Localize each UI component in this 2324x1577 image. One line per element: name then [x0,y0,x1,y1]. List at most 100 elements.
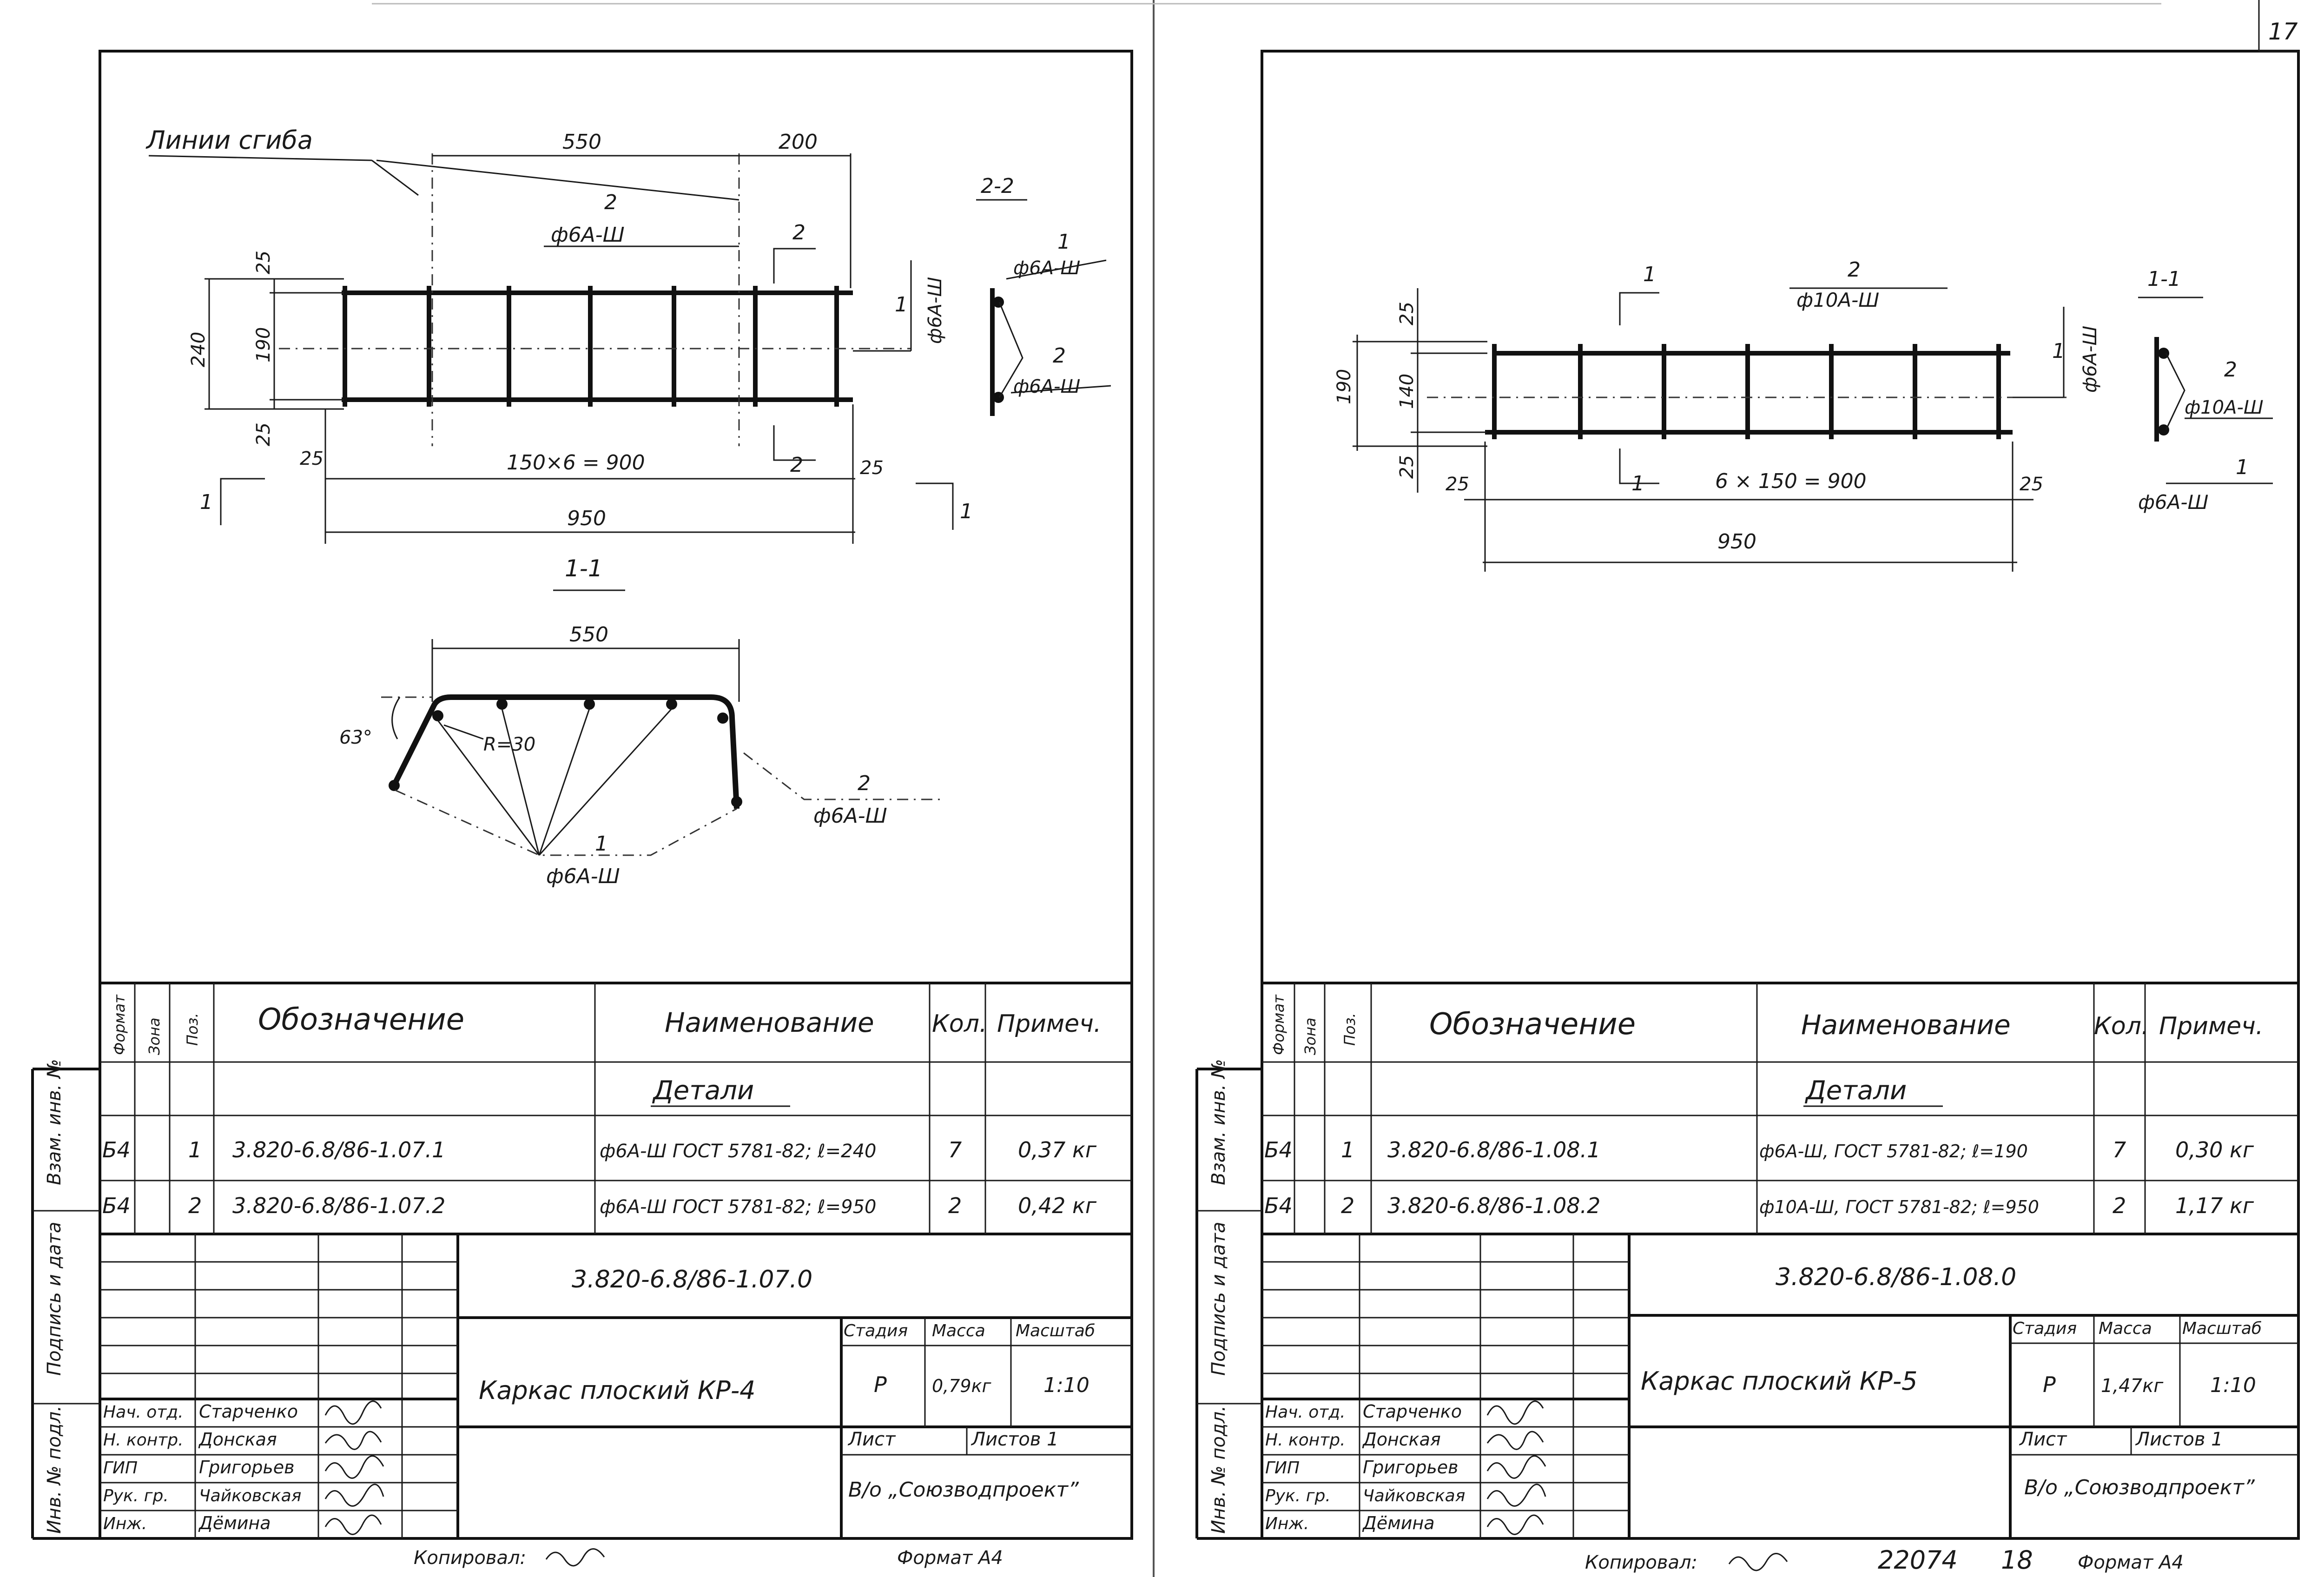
left-sec11-pos2-num: 2 [858,772,871,795]
left-dim-200: 200 [779,130,818,154]
right-sec11-pos2-num: 2 [2224,358,2237,382]
right-signature-2 [1486,1455,1546,1479]
left-sheet-label: Лист [847,1429,896,1450]
right-title: Каркас плоский КР-5 [1641,1366,1918,1396]
right-row2-designation: 3.820-6.8/86-1.08.2 [1387,1193,1600,1218]
left-spec-table: Формат Зона Поз. Обозначение Наименовани… [100,982,1132,1235]
left-row2-qty: 2 [948,1193,962,1218]
left-title-block: 3.820-6.8/86-1.07.0 Каркас плоский КР-4 … [100,1234,1132,1538]
left-mass: 0,79кг [932,1376,992,1396]
left-footer-format: Формат А4 [897,1547,1003,1569]
left-sec22-pos2-bar: ф6А-Ш [1013,376,1080,397]
left-hdr-designation: Обозначение [258,1003,464,1037]
left-dim-950: 950 [567,507,606,530]
right-name-3: Чайковская [1363,1486,1465,1505]
right-side-label-0: Взам. инв. № [1208,1059,1229,1185]
right-row1-designation: 3.820-6.8/86-1.08.1 [1387,1137,1600,1162]
right-row1-format: Б4 [1264,1137,1293,1162]
right-section-11-title: 1-1 [2147,267,2181,291]
left-pos1-bar: ф6А-Ш [924,277,946,344]
left-section-2-mark-bottom: 2 [790,453,803,477]
right-mass: 1,47кг [2101,1375,2164,1397]
left-role-2: ГИП [103,1458,138,1478]
left-hdr-qty: Кол. [932,1010,987,1038]
left-signature-1 [324,1431,382,1450]
left-sec11-angle: 63° [339,727,372,748]
left-dim-25-bot: 25 [253,422,274,446]
left-dim-190: 190 [253,327,274,363]
right-hdr-designation: Обозначение [1429,1007,1636,1042]
left-role-1: Н. контр. [103,1431,184,1450]
right-pos2-num: 2 [1848,258,1861,282]
right-signature-1 [1486,1431,1544,1450]
right-row1-note: 0,30 кг [2175,1137,2254,1162]
right-name-4: Дёмина [1362,1513,1435,1533]
left-role-4: Инж. [103,1514,147,1533]
left-dim-25-top: 25 [253,251,274,274]
right-role-3: Рук. гр. [1265,1486,1331,1505]
right-sheet-label: Лист [2019,1429,2067,1450]
left-hdr-zone: Зона [145,1017,163,1055]
right-frame [1261,50,2300,1540]
left-side-label-1: Подпись и дата [44,1222,65,1376]
left-plan-drawing: Линии сгиба 550 200 2 ф6А-Ш 2 2 25 190 2… [145,125,973,544]
left-hdr-name: Наименование [665,1007,874,1038]
left-signature-3 [324,1484,384,1507]
left-name-4: Дёмина [198,1513,271,1533]
right-row2-pos: 2 [1341,1193,1354,1218]
right-pos2-bar: ф10А-Ш [1796,289,1879,311]
left-role-0: Нач. отд. [103,1403,184,1422]
left-hdr-note: Примеч. [997,1010,1101,1038]
left-dim-550: 550 [562,130,601,154]
right-dim-25-right: 25 [2020,474,2043,495]
right-signature-0 [1486,1400,1544,1425]
left-row1-pos: 1 [188,1137,202,1162]
left-row2-designation: 3.820-6.8/86-1.07.2 [232,1193,445,1218]
right-hdr-pos: Поз. [1341,1013,1359,1046]
left-doc-code: 3.820-6.8/86-1.07.0 [572,1266,812,1293]
right-mass-label: Масса [2099,1319,2152,1338]
right-scale: 1:10 [2210,1373,2256,1397]
left-sheet: Взам. инв. № Подпись и дата Инв. № подл. [31,50,1133,1569]
left-row2-name: ф6А-Ш ГОСТ 5781-82; ℓ=950 [600,1196,877,1218]
left-row1-designation: 3.820-6.8/86-1.07.1 [232,1137,445,1162]
right-dim-25-top: 25 [1396,302,1418,325]
left-section-1-mark-left: 1 [200,490,213,514]
left-dim-25-left: 25 [300,448,324,469]
left-section-22: 2-2 1 ф6А-Ш 2 ф6А-Ш [976,174,1111,416]
right-sec11-pos1-num: 1 [2236,455,2249,479]
right-hdr-name: Наименование [1801,1009,2011,1041]
right-dim-190: 190 [1334,369,1355,404]
right-footer-copied: Копировал: [1585,1552,1697,1573]
right-sheet: Взам. инв. № Подпись и дата Инв. № подл.… [1195,0,2300,1575]
right-pos1-num: 1 [2052,339,2065,363]
left-sec22-pos2-num: 2 [1053,344,1066,368]
right-dim-950: 950 [1717,530,1756,554]
right-sec11-pos2-bar: ф10А-Ш [2185,397,2264,418]
right-hdr-note: Примеч. [2159,1012,2263,1040]
left-dim-150x6: 150×6 = 900 [507,451,645,475]
left-mass-label: Масса [932,1321,985,1340]
left-stage-label: Стадия [844,1321,908,1340]
left-signature-2 [324,1455,384,1479]
right-sec11-pos1-bar: ф6А-Ш [2138,491,2208,514]
left-role-3: Рук. гр. [103,1486,169,1505]
right-row2-format: Б4 [1264,1193,1293,1218]
left-name-1: Донская [198,1429,277,1450]
right-signature-4 [1486,1514,1544,1535]
right-section-1-mark-top: 1 [1643,263,1656,286]
right-pos1-bar-vertical: ф6А-Ш [2080,326,2101,393]
right-dim-140: 140 [1396,374,1418,409]
right-side-label-1: Подпись и дата [1208,1222,1229,1376]
right-row1-pos: 1 [1341,1137,1354,1162]
right-role-1: Н. контр. [1265,1431,1346,1450]
left-frame [99,50,1133,1540]
right-spec-table: Формат Зона Поз. Обозначение Наименовани… [1262,982,2298,1235]
right-copier-signature [1728,1553,1788,1571]
left-spec-section-title: Детали [652,1076,754,1106]
left-section-1-mark-right: 1 [960,500,973,523]
left-row2-pos: 2 [188,1193,202,1218]
left-pos2-bar: ф6А-Ш [551,223,625,247]
left-bend-lines-label: Линии сгиба [145,125,313,155]
